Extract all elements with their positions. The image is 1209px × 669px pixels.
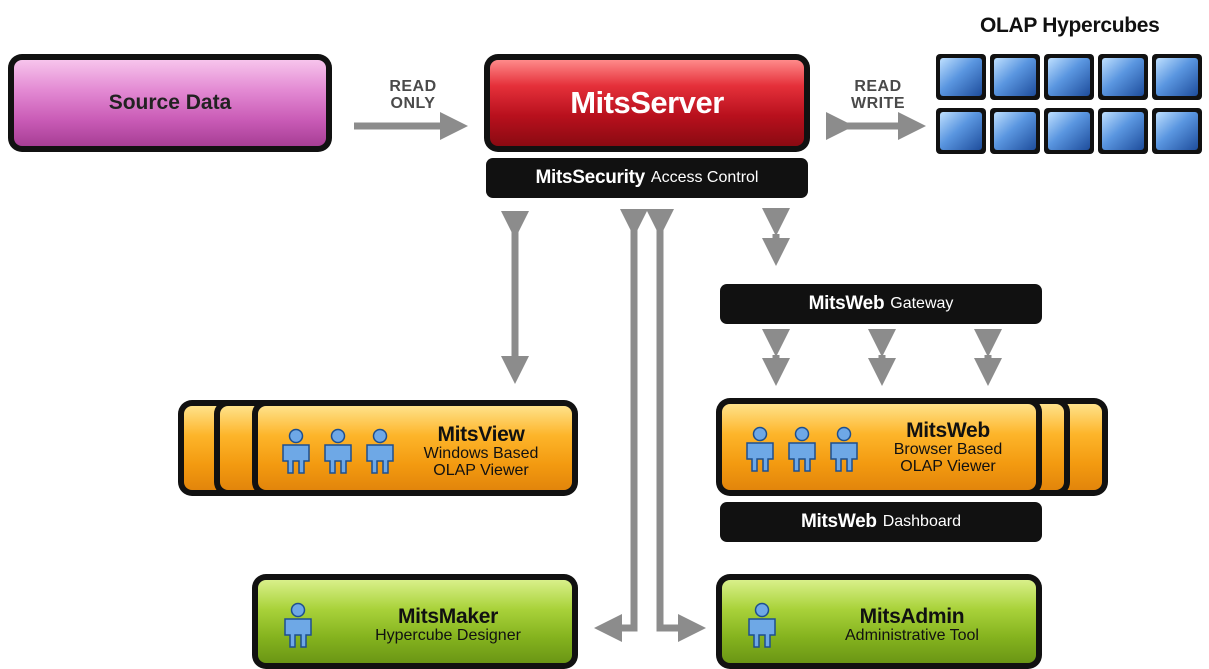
mitsmaker-label: MitsMaker Hypercube Designer bbox=[348, 605, 548, 645]
mitsmaker-box: MitsMaker Hypercube Designer bbox=[252, 574, 578, 669]
person-icon bbox=[830, 426, 858, 472]
mitsmaker-user bbox=[280, 602, 316, 648]
person-icon bbox=[284, 602, 312, 648]
read-only-line2: ONLY bbox=[390, 95, 436, 112]
mitssecurity-title: MitsSecurity bbox=[535, 167, 646, 188]
olap-hypercubes-title: OLAP Hypercubes bbox=[980, 14, 1160, 37]
read-only-line1: READ bbox=[389, 78, 437, 95]
cube-row-2 bbox=[936, 108, 1202, 154]
person-icon bbox=[746, 426, 774, 472]
person-icon bbox=[282, 428, 310, 474]
source-data-box: Source Data bbox=[8, 54, 332, 152]
read-write-line2: WRITE bbox=[850, 95, 906, 112]
mitsserver-label: MitsServer bbox=[570, 85, 724, 120]
mitsview-line3: OLAP Viewer bbox=[433, 461, 529, 479]
dashboard-title: MitsWeb bbox=[801, 511, 877, 532]
mitsview-label: MitsView Windows Based OLAP Viewer bbox=[406, 423, 556, 480]
gateway-title: MitsWeb bbox=[808, 293, 885, 314]
mitsmaker-line2: Hypercube Designer bbox=[375, 627, 521, 645]
read-write-line1: READ bbox=[854, 78, 902, 95]
mitsweb-line2: Browser Based bbox=[893, 441, 1003, 459]
mitsadmin-user bbox=[744, 602, 780, 648]
mitsweb-line3: OLAP Viewer bbox=[900, 457, 996, 475]
person-icon bbox=[366, 428, 394, 474]
cube-row-1 bbox=[936, 54, 1202, 100]
mitsadmin-arrow bbox=[646, 209, 706, 642]
mitsadmin-label: MitsAdmin Administrative Tool bbox=[812, 605, 1012, 645]
person-icon bbox=[324, 428, 352, 474]
read-write-label: READ WRITE bbox=[840, 78, 916, 112]
mitsadmin-box: MitsAdmin Administrative Tool bbox=[716, 574, 1042, 669]
mitsadmin-title: MitsAdmin bbox=[859, 605, 965, 628]
person-icon bbox=[788, 426, 816, 472]
mitsweb-title: MitsWeb bbox=[906, 419, 990, 442]
mitsweb-dashboard-bar: MitsWeb Dashboard bbox=[720, 502, 1042, 542]
mitsweb-label: MitsWeb Browser Based OLAP Viewer bbox=[878, 419, 1018, 476]
person-icon bbox=[748, 602, 776, 648]
mitsadmin-line2: Administrative Tool bbox=[845, 627, 979, 645]
gateway-subtitle: Gateway bbox=[890, 295, 954, 312]
hypercube-grid bbox=[936, 54, 1202, 154]
mitsweb-users bbox=[742, 426, 862, 472]
mitsweb-gateway-bar: MitsWeb Gateway bbox=[720, 284, 1042, 324]
mitsmaker-title: MitsMaker bbox=[397, 605, 498, 628]
mitsweb-box: MitsWeb Browser Based OLAP Viewer bbox=[716, 398, 1042, 496]
mitsmaker-arrow bbox=[594, 209, 648, 642]
mitsview-title: MitsView bbox=[437, 423, 525, 446]
source-data-label: Source Data bbox=[108, 91, 232, 114]
dashboard-subtitle: Dashboard bbox=[882, 513, 961, 530]
mitsview-box: MitsView Windows Based OLAP Viewer bbox=[252, 400, 578, 496]
mitssecurity-bar: MitsSecurity Access Control bbox=[486, 158, 808, 198]
mitssecurity-subtitle: Access Control bbox=[650, 169, 759, 186]
mitsserver-box: MitsServer bbox=[484, 54, 810, 152]
mitsview-users bbox=[278, 428, 398, 474]
read-only-label: READ ONLY bbox=[378, 78, 448, 112]
mitsview-line2: Windows Based bbox=[423, 445, 539, 463]
